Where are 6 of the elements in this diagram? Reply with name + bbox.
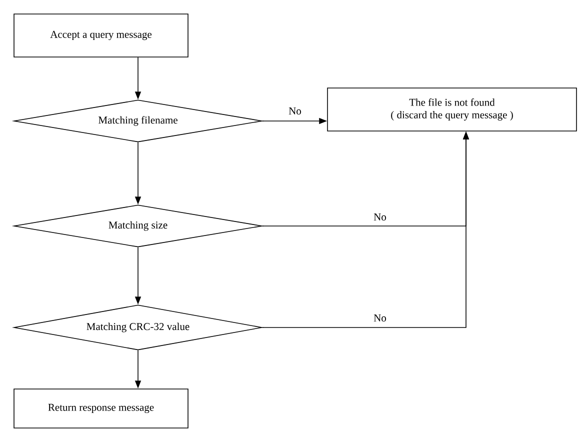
process-box: Return response message — [14, 388, 188, 428]
edge-label: No — [288, 106, 302, 116]
process-box: The file is not found ( discard the query message ) — [327, 88, 577, 132]
process-box: Accept a query message — [14, 14, 188, 58]
edge-label: No — [372, 212, 388, 222]
edge-label: No — [372, 314, 388, 322]
